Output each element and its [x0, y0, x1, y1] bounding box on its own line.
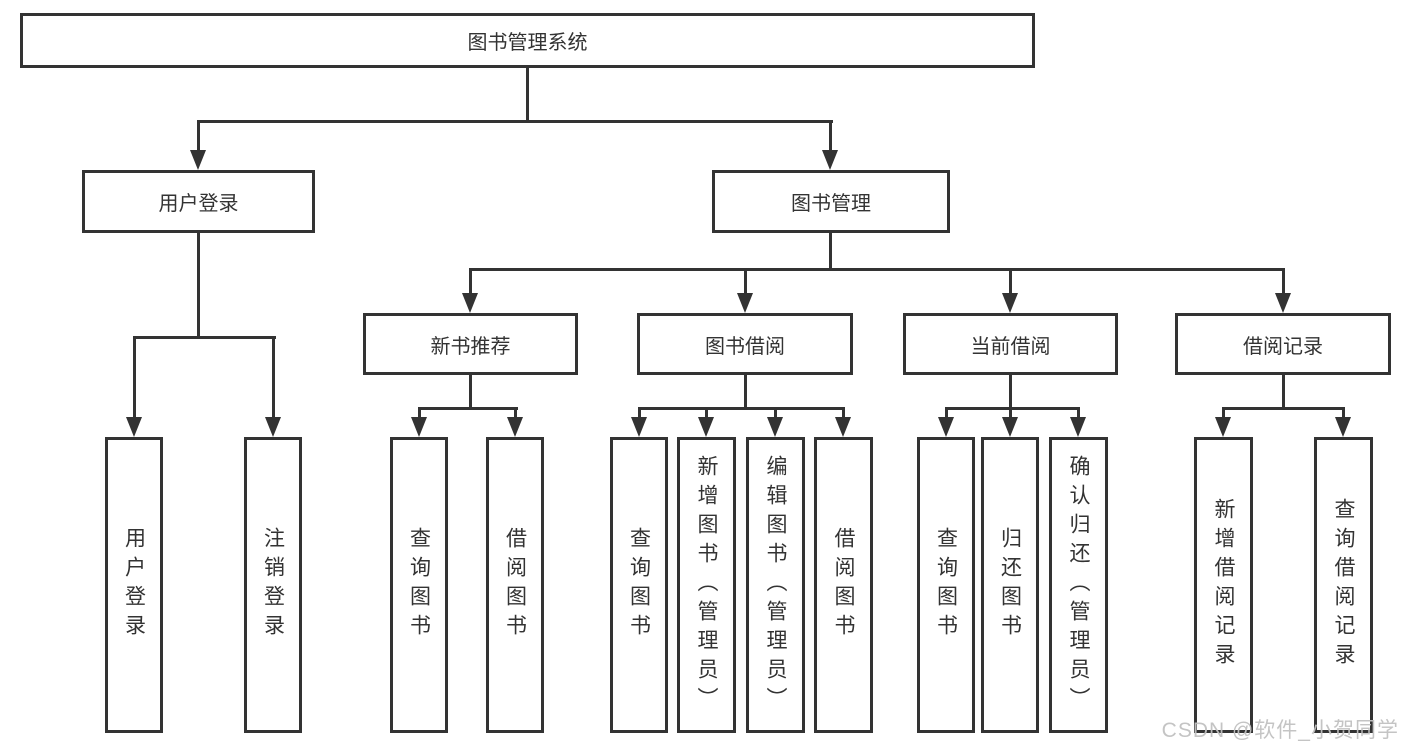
arrow-down-icon: [822, 150, 838, 170]
leaf-add-borrow-record: 新增借阅记录: [1194, 437, 1253, 733]
leaf-query-books-borrow: 查询图书: [610, 437, 668, 733]
connector-line: [469, 271, 472, 293]
arrow-down-icon: [126, 417, 142, 437]
connector-line: [197, 123, 200, 150]
arrow-down-icon: [1215, 417, 1231, 437]
arrow-down-icon: [1002, 293, 1018, 313]
connector-line: [705, 410, 708, 417]
connector-line: [1009, 375, 1012, 410]
leaf-logout: 注销登录: [244, 437, 302, 733]
arrow-down-icon: [737, 293, 753, 313]
arrow-down-icon: [190, 150, 206, 170]
arrow-down-icon: [938, 417, 954, 437]
leaf-borrow-books: 借阅图书: [814, 437, 873, 733]
leaf-add-books-admin: 新增图书（管理员）: [677, 437, 736, 733]
leaf-user-login: 用户登录: [105, 437, 163, 733]
connector-line: [418, 407, 518, 410]
connector-line: [197, 233, 200, 339]
leaf-query-books-recommend: 查询图书: [390, 437, 448, 733]
connector-line: [638, 407, 845, 410]
leaf-edit-books-admin: 编辑图书（管理员）: [746, 437, 805, 733]
node-current-borrow: 当前借阅: [903, 313, 1118, 375]
leaf-query-borrow-record: 查询借阅记录: [1314, 437, 1373, 733]
leaf-query-books-current: 查询图书: [917, 437, 975, 733]
connector-line: [469, 268, 1285, 271]
arrow-down-icon: [265, 417, 281, 437]
connector-line: [469, 375, 472, 410]
arrow-down-icon: [1002, 417, 1018, 437]
arrow-down-icon: [462, 293, 478, 313]
watermark: CSDN @软件_小贺同学: [1161, 719, 1399, 742]
node-user-login: 用户登录: [82, 170, 315, 233]
arrow-down-icon: [411, 417, 427, 437]
connector-line: [1342, 410, 1345, 417]
connector-line: [1009, 410, 1012, 417]
connector-line: [774, 410, 777, 417]
connector-line: [829, 123, 832, 150]
connector-line: [197, 120, 833, 123]
leaf-borrow-books-recommend: 借阅图书: [486, 437, 544, 733]
arrow-down-icon: [1335, 417, 1351, 437]
connector-line: [1077, 410, 1080, 417]
connector-line: [1009, 271, 1012, 293]
arrow-down-icon: [767, 417, 783, 437]
connector-line: [744, 271, 747, 293]
connector-line: [526, 68, 529, 123]
connector-line: [133, 336, 276, 339]
leaf-return-books: 归还图书: [981, 437, 1039, 733]
connector-line: [1222, 410, 1225, 417]
arrow-down-icon: [507, 417, 523, 437]
connector-line: [418, 410, 421, 417]
connector-line: [945, 410, 948, 417]
connector-line: [842, 410, 845, 417]
arrow-down-icon: [1275, 293, 1291, 313]
node-borrow-records: 借阅记录: [1175, 313, 1391, 375]
arrow-down-icon: [835, 417, 851, 437]
node-root: 图书管理系统: [20, 13, 1035, 68]
connector-line: [744, 375, 747, 410]
arrow-down-icon: [1070, 417, 1086, 437]
connector-line: [829, 233, 832, 271]
connector-line: [1222, 407, 1345, 410]
arrow-down-icon: [698, 417, 714, 437]
node-book-management: 图书管理: [712, 170, 950, 233]
leaf-confirm-return-admin: 确认归还（管理员）: [1049, 437, 1108, 733]
connector-line: [272, 339, 275, 417]
connector-line: [638, 410, 641, 417]
connector-line: [945, 407, 1080, 410]
connector-line: [514, 410, 517, 417]
connector-line: [1282, 271, 1285, 293]
arrow-down-icon: [631, 417, 647, 437]
node-new-book-recommend: 新书推荐: [363, 313, 578, 375]
connector-line: [133, 339, 136, 417]
node-book-borrow: 图书借阅: [637, 313, 853, 375]
connector-line: [1282, 375, 1285, 410]
